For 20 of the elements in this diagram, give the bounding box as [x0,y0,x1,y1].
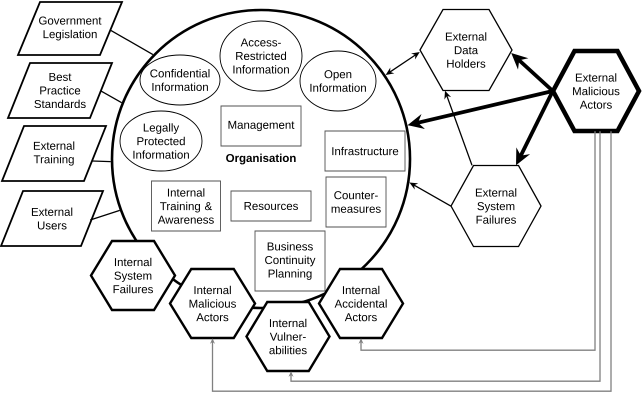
process-box: Infrastructure [324,130,406,172]
arrow [358,131,596,351]
hexagon: Internal Malicious Actors [168,268,256,340]
process-box: Resources [230,190,312,222]
process-box: Business Continuity Planning [254,230,326,292]
hexagon: External Data Holders [419,8,513,92]
connector-line [100,90,122,104]
connector-line [90,210,120,221]
connector-line [92,160,111,162]
hexagon: External System Failures [450,164,542,248]
hexagon: Internal Vulner- abilities [245,300,331,372]
hexagon: Internal Accidental Actors [318,268,404,340]
process-box: Management [220,106,302,146]
parallelogram: External Users [0,190,104,247]
connector-line [110,29,154,56]
process-box: Counter- measures [326,176,386,228]
arrow [210,131,612,392]
hexagon: Internal System Failures [90,240,176,312]
process-box: Internal Training & Awareness [151,180,221,232]
arrow [288,131,601,382]
